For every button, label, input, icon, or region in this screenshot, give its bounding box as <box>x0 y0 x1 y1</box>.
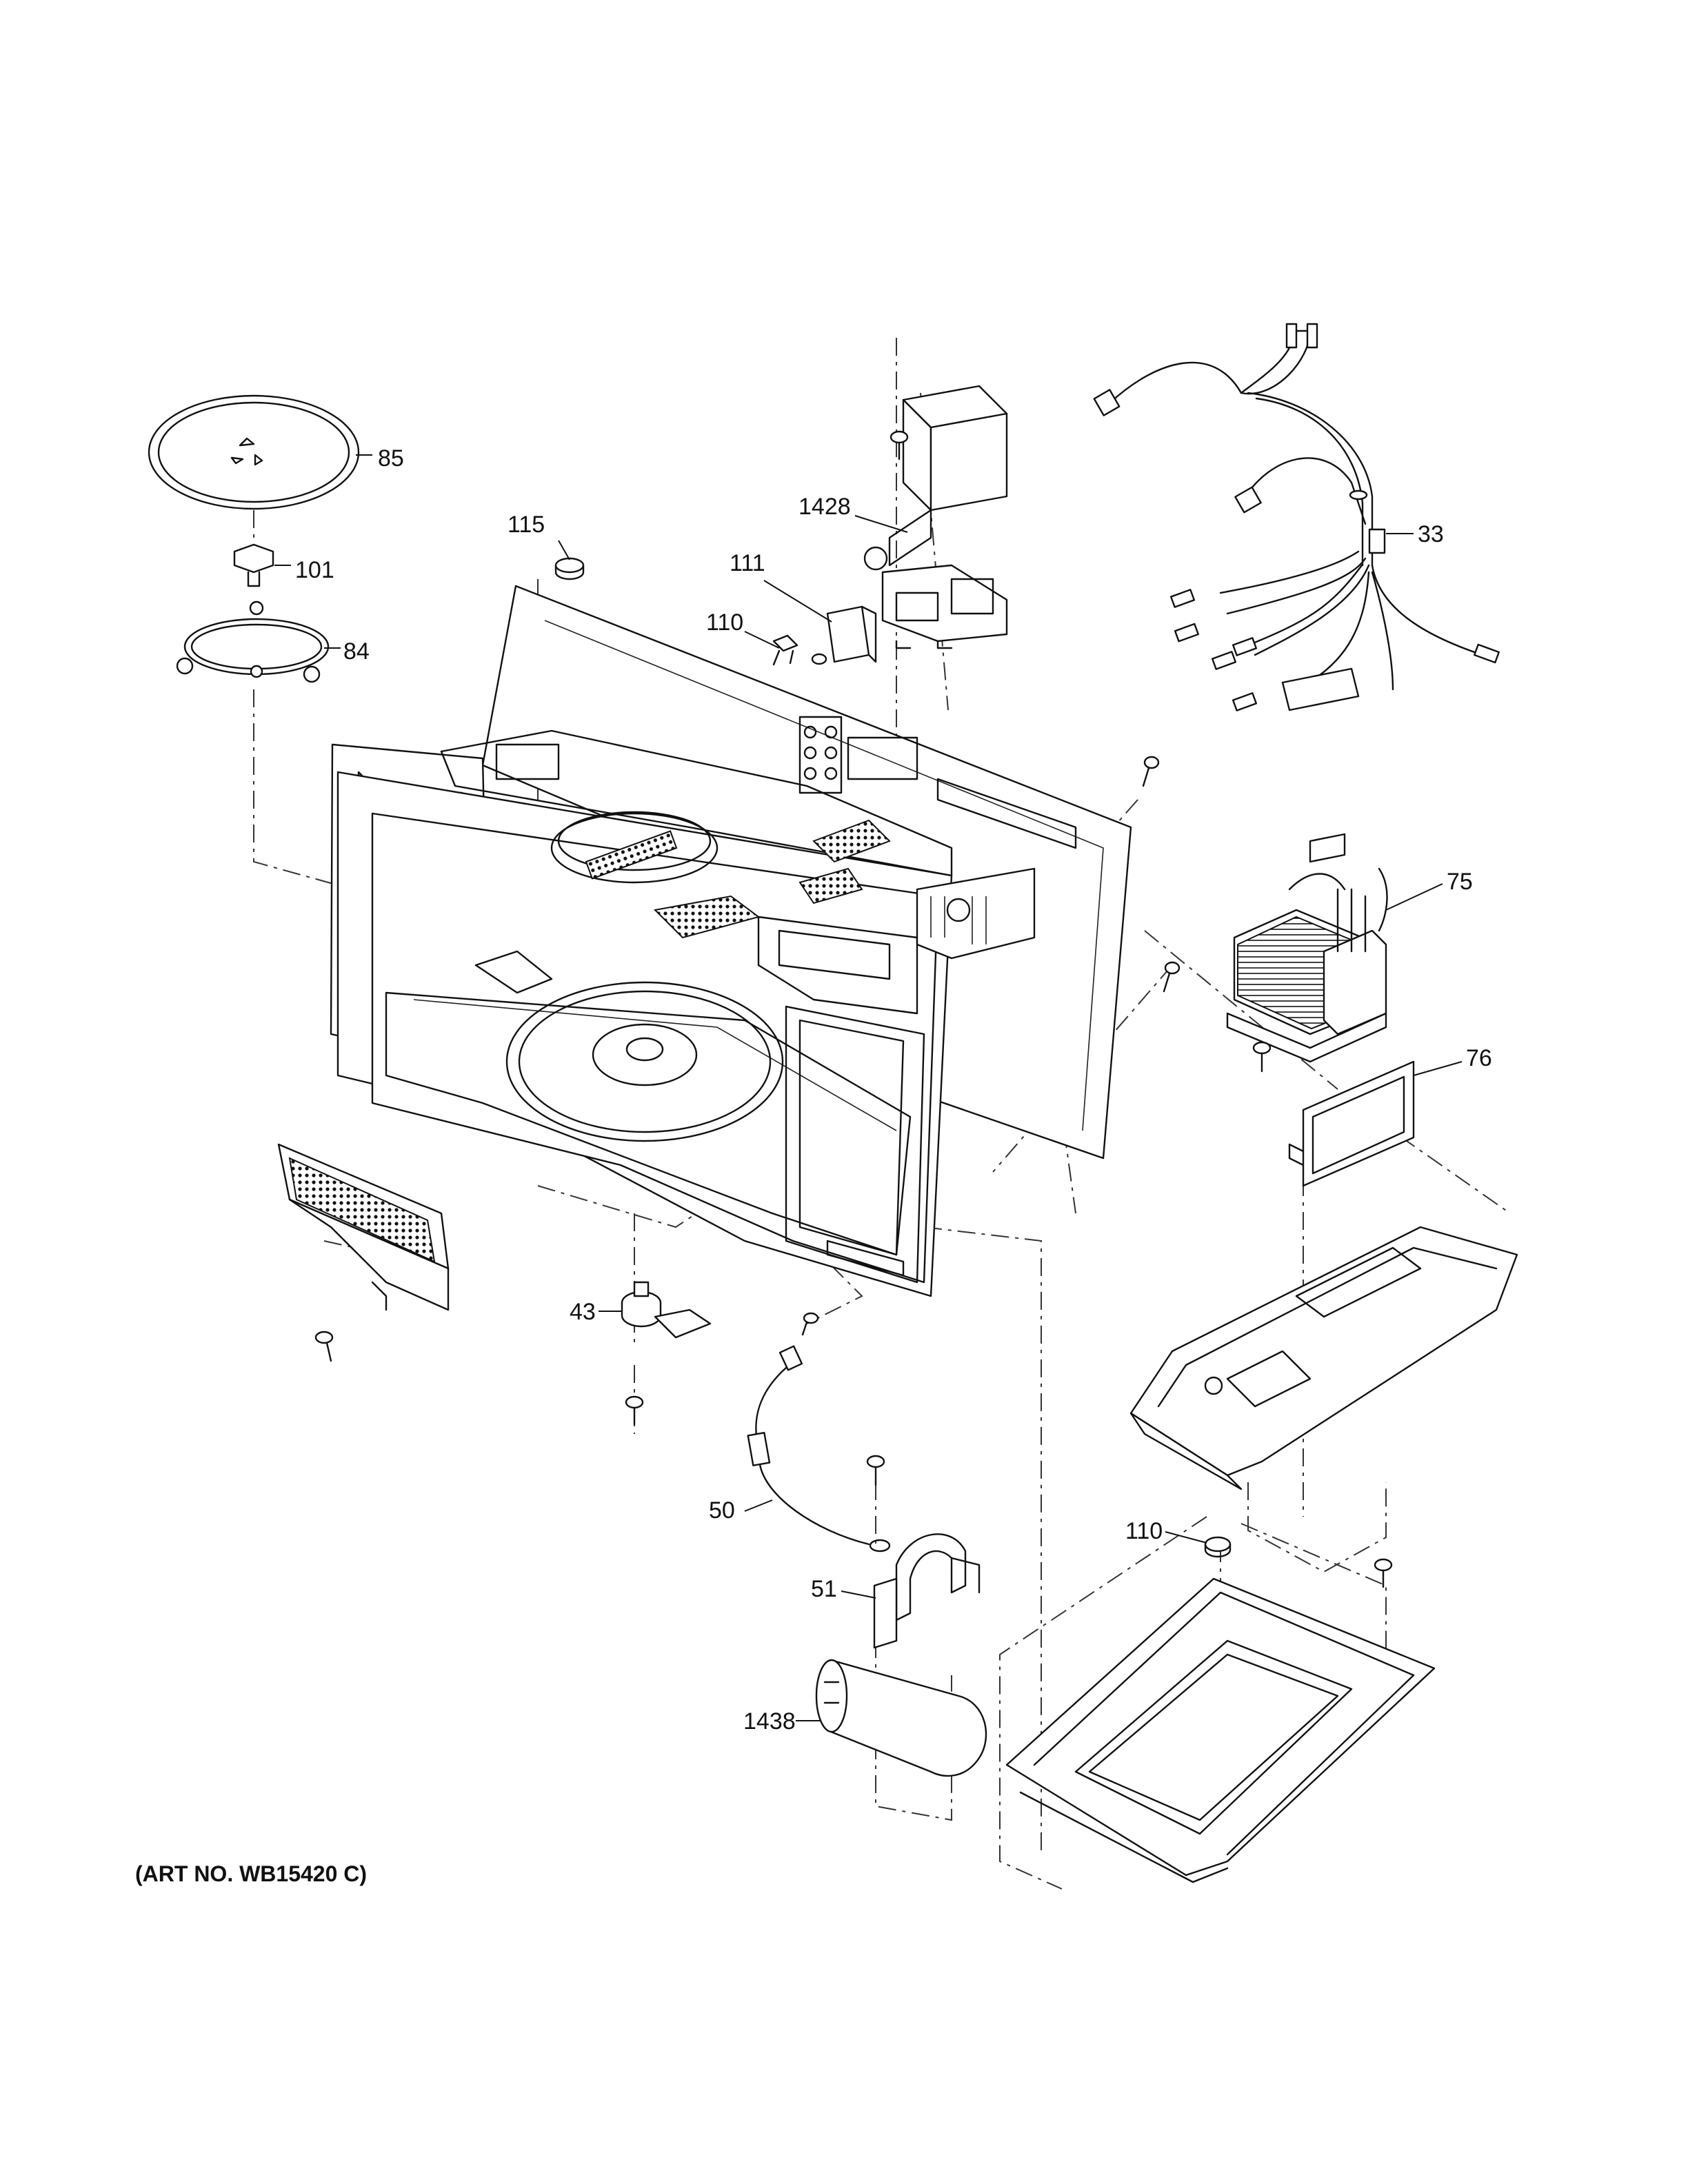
callout-84: 84 <box>343 638 370 665</box>
turntable-coupler <box>233 543 274 587</box>
screw-diode <box>866 1455 885 1486</box>
vent-grille-panel <box>277 1143 450 1311</box>
wire-harness <box>1093 323 1500 711</box>
thermostat-top <box>554 557 585 580</box>
callout-43: 43 <box>570 1299 596 1325</box>
callout-50: 50 <box>709 1497 735 1524</box>
magnetron <box>863 385 1008 649</box>
screw-center <box>801 1312 819 1336</box>
callout-101: 101 <box>295 557 334 583</box>
callout-75: 75 <box>1447 869 1473 895</box>
transformer-shield <box>1288 1060 1415 1187</box>
thermal-cutout-upper <box>772 634 827 666</box>
hv-diode <box>747 1345 891 1553</box>
roller-ring <box>176 600 330 683</box>
turntable-motor <box>621 1281 712 1339</box>
screw-transformer <box>1252 1041 1272 1073</box>
callout-labels: 85 101 84 115 1428 111 110 33 75 76 43 5… <box>295 445 1492 1735</box>
art-number: (ART NO. WB15420 C) <box>135 1861 368 1886</box>
callout-1428: 1428 <box>798 494 851 520</box>
glass-turntable-tray <box>148 394 360 545</box>
callout-leaders <box>274 454 1463 1721</box>
callout-1438: 1438 <box>743 1708 796 1735</box>
base-plate-upper <box>1129 1226 1518 1490</box>
capacitor-bracket <box>873 1533 981 1649</box>
callout-51: 51 <box>811 1576 837 1602</box>
callout-110-lower: 110 <box>1125 1518 1163 1544</box>
screw-magnetron <box>890 430 909 461</box>
callout-111: 111 <box>730 550 765 576</box>
screw-grille <box>314 1331 334 1362</box>
callout-115: 115 <box>508 512 545 538</box>
callout-33: 33 <box>1418 521 1444 547</box>
screw-right-upper <box>1142 756 1160 787</box>
oven-cavity-chassis <box>330 585 1132 1297</box>
screw-right-lower <box>1163 961 1180 993</box>
hv-transformer <box>1226 833 1388 1063</box>
thermal-cutout-bracket <box>826 605 877 663</box>
bottom-plate <box>1005 1577 1436 1883</box>
hv-capacitor <box>815 1659 987 1777</box>
screw-base <box>1374 1558 1393 1588</box>
screw-motor <box>625 1395 644 1426</box>
callout-85: 85 <box>378 445 404 472</box>
thermal-cutout-lower <box>1204 1536 1232 1558</box>
callout-76: 76 <box>1466 1045 1492 1071</box>
callout-110-upper: 110 <box>706 609 743 636</box>
